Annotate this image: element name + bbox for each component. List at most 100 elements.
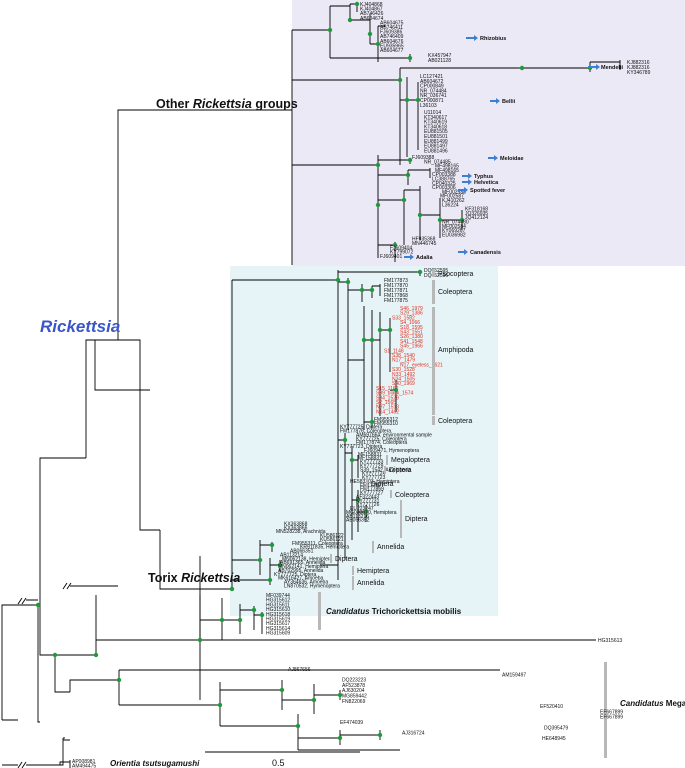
leaf-label: EU935965 xyxy=(380,43,404,49)
leaf-label: KY777727 xyxy=(360,491,384,497)
leaf-label: MF158831 xyxy=(358,452,382,458)
leaf-label: KY799072 xyxy=(390,250,414,256)
trichorickettsia-leaf-labels: MF039744HG315612HG315611HG315610HG315618… xyxy=(266,593,622,644)
leaf-label: HG315610 xyxy=(266,607,290,613)
leaf-label: AB746409 xyxy=(380,34,404,40)
order-psocoptera: Psocoptera xyxy=(438,271,474,278)
leaf-label: KJ882316 xyxy=(627,65,650,71)
leaf-label: S39_black_1574 xyxy=(376,391,413,397)
other-leaf-labels-b: KJ882316KJ882316KY346789LC127421AB604672… xyxy=(420,60,651,154)
order-coleoptera: Coleoptera xyxy=(395,492,429,499)
arrow-icon xyxy=(458,187,468,193)
order-megaloptera: Megaloptera xyxy=(391,457,430,464)
leaf-label: FJ609401 xyxy=(380,254,402,260)
leaf-label: KT340618 xyxy=(424,124,447,130)
leaf-label: AY364636, Amoeba xyxy=(284,580,328,586)
leaf-label: HE648945 xyxy=(542,736,566,742)
orientia-branches xyxy=(59,760,71,768)
leaf-label: HG315614 xyxy=(266,626,290,632)
arrow-icon xyxy=(466,35,478,41)
leaf-label: AJ867656 xyxy=(288,667,311,673)
leaf-label: N37_1513 xyxy=(376,405,399,411)
other-leaf-labels-a: KJ404868KJ404867AB746426AB604674AB604675… xyxy=(360,2,452,64)
leaf-label: KU586121 xyxy=(320,537,344,543)
leaf-label: HG315617 xyxy=(266,621,290,627)
leaf-label: AM697664, environmental sample xyxy=(356,432,432,438)
leaf-label: S41_1548 xyxy=(400,339,423,345)
leaf-label: MG083870, Hemiptera xyxy=(346,510,397,516)
leaf-label: MF498165 xyxy=(435,168,459,174)
mendelii-label: Mendelii xyxy=(601,65,623,71)
leaf-label: S43_1551 xyxy=(400,330,423,336)
leaf-label: KY777733 xyxy=(360,460,384,466)
leaf-label: N17_1479 xyxy=(392,358,415,364)
leaf-label: AB113214 xyxy=(280,552,303,558)
leaf-label: N14_1462 xyxy=(376,409,399,415)
leaf-label: FM177875 xyxy=(384,298,408,304)
leaf-label: MF002588 xyxy=(442,189,466,195)
leaf-label: AB604677 xyxy=(380,48,404,54)
leaf-label: MF002584 xyxy=(442,224,466,230)
arrow-icon xyxy=(462,179,472,185)
leaf-label: KY777725, Diptera xyxy=(340,425,382,431)
leaf-label: KY777729 xyxy=(360,463,384,469)
meloidae-label: Meloidae xyxy=(500,156,524,162)
rhizobius-label: Rhizobius xyxy=(480,36,506,42)
arrow-icon xyxy=(404,254,414,260)
leaf-label: AB604672 xyxy=(420,79,444,85)
leaf-label: FM177877 xyxy=(360,483,384,489)
leaf-label: LC388765 xyxy=(432,177,455,183)
order-hemiptera: Hemiptera xyxy=(357,568,389,575)
leaf-label: CP000871 xyxy=(420,98,444,104)
scale-bar-label: 0.5 xyxy=(272,758,285,768)
leaf-label: KJ404867 xyxy=(360,7,383,13)
megaira-label: Candidatus Megaira xyxy=(620,699,685,708)
leaf-label: CP040325 xyxy=(432,181,456,187)
leaf-label: EU881505 xyxy=(424,129,448,135)
leaf-label: AB746411 xyxy=(380,25,403,31)
leaf-label: KJ410262 xyxy=(442,198,465,204)
leaf-label: KY346789 xyxy=(627,70,651,76)
canadensis-label: Canadensis xyxy=(470,250,501,256)
order-labels: Psocoptera Coleoptera Amphipoda Coleopte… xyxy=(335,271,474,587)
leaf-label: KY777723, Diptera xyxy=(340,444,382,450)
leaf-label: EU881499 xyxy=(424,139,448,145)
order-bars xyxy=(330,269,435,590)
leaf-label: EU223247 xyxy=(350,506,374,512)
leaf-label: KY069267 xyxy=(442,228,466,234)
leaf-label: S29_1386 xyxy=(400,311,423,317)
leaf-label: S26_1380 xyxy=(400,334,423,340)
order-coleoptera: Coleoptera xyxy=(438,418,472,425)
arrow-icon xyxy=(488,155,498,161)
leaf-label: N33_1492 xyxy=(392,372,415,378)
leaf-label: LC127421 xyxy=(420,74,443,80)
leaf-label: HE583203, Hemiptera xyxy=(350,479,400,485)
leaf-label: EU881497 xyxy=(424,144,448,150)
leaf-label: S18_1595 xyxy=(400,325,423,331)
leaf-label: NR_074480 xyxy=(442,220,469,226)
leaf-label: AJ630204 xyxy=(342,688,365,694)
torix-rickettsia-label: Torix Rickettsia xyxy=(148,571,240,585)
leaf-label: KT340617 xyxy=(424,115,447,121)
leaf-label: AB604674 xyxy=(360,16,384,22)
leaf-label: N34_1505 xyxy=(392,377,415,383)
leaf-label: NR_074484 xyxy=(420,88,447,94)
leaf-label: HF935368 xyxy=(412,237,436,243)
leaf-label: S4_1066 xyxy=(400,320,420,326)
leaf-label: S33_1582 xyxy=(392,315,415,321)
leaf-label: KJ404868 xyxy=(360,2,383,8)
spotted-fever-label: Spotted fever xyxy=(470,188,506,194)
torix-leaf-labels-1: DQ652595DQ652596FM177873FM177870FM177871… xyxy=(384,268,448,304)
leaf-label: KX363866 xyxy=(284,525,308,531)
megaira-nodes xyxy=(35,602,383,741)
leaf-label: JQ412124 xyxy=(465,215,488,221)
leaf-label: MF039744 xyxy=(266,593,290,599)
rickettsia-genus-label: Rickettsia xyxy=(40,317,120,336)
other-leaf-labels-c: FJ609388NR_074485MF498165MF498165CP00338… xyxy=(380,155,488,260)
trichorickettsia-nodes xyxy=(93,607,265,658)
order-diptera: Diptera xyxy=(405,516,428,523)
leaf-label: FM177871 xyxy=(384,288,408,294)
leaf-label: DQ223223 xyxy=(342,678,366,684)
torix-nodes xyxy=(229,269,423,592)
leaf-label: AF322443 xyxy=(356,494,379,500)
